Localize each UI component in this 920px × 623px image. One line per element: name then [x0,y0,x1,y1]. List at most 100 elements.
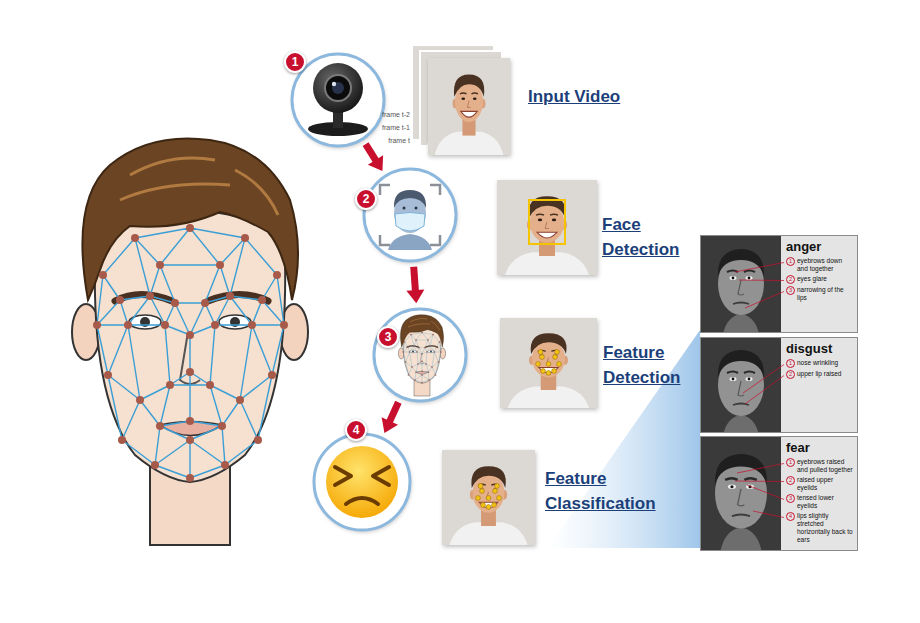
grayscale-face [701,338,781,432]
emotion-panel: disgust1nose wrinkling2upper lip raised [700,337,858,433]
face-detect-icon [388,234,432,250]
cue-text: upper lip raised [797,370,841,378]
grayscale-face-photo [701,236,781,332]
cue-number: 2 [786,275,795,284]
step-circle-ring [314,434,410,530]
step-circle-ring [292,54,384,146]
leader-line [745,376,784,405]
cue-row: 4lips slightly stretched horizontally ba… [786,512,853,544]
step-circle: 4 [312,432,412,532]
emotion-name: disgust [786,341,853,356]
flow-arrow [366,144,384,171]
feature-detection-photo [500,318,597,408]
leader-line [737,464,784,474]
cue-number: 4 [786,512,795,521]
cue-number: 1 [786,458,795,467]
cue-row: 1nose wrinkling [786,359,853,368]
leader-line [739,280,784,282]
leader-layer [701,236,857,332]
emotion-text: disgust1nose wrinkling2upper lip raised [781,338,857,385]
step-title: Face Detection [602,212,697,262]
arrow-head [368,155,383,171]
cue-number: 2 [786,476,795,485]
cue-text: nose wrinkling [797,359,838,367]
webcam-icon [332,82,336,86]
step-discs [292,54,466,530]
face-detect-icon [415,207,418,210]
webcam-icon [308,63,368,136]
face-mesh-illustration [72,138,308,545]
cue-text: eyebrows raised and pulled together [797,458,853,474]
feature-mesh-icon [398,315,445,396]
arrow-head [406,290,424,304]
cue-number: 2 [786,370,795,379]
emotion-panel: anger 1eyebrows down and together 2eyes gl… [700,235,858,333]
step-circle-outline [372,307,468,403]
emotion-text: anger 1eyebrows down and together 2eyes gl… [781,236,857,308]
cue-number: 3 [786,494,795,503]
cue-row: 1eyebrows raised and pulled together [786,458,853,474]
leader-line [747,485,784,500]
input-frames [428,58,510,155]
step-circle: 2 [362,167,458,263]
emoji-icon [346,498,378,504]
webcam-icon [325,75,351,101]
step-title: Feature Classification [545,466,675,516]
face-detection-photo [529,200,565,244]
face-detect-icon [395,213,425,232]
feature-classification-photo [442,450,535,545]
cue-text: lips slightly stretched horizontally bac… [797,512,853,544]
cue-text: eyes glare [797,275,827,283]
emoji-icon [326,446,398,518]
leader-line [735,481,784,483]
leader-line [743,365,784,394]
step-discs [314,434,410,530]
flow-arrow [406,267,424,303]
cue-number: 3 [786,286,795,295]
leader-line [745,292,784,309]
emotion-name: anger [786,239,853,254]
leader-line [753,511,784,518]
feature-detection-photo [500,318,597,408]
arrow-shaft [389,402,398,423]
frame-label: frame t [388,136,410,145]
arrow-head [382,417,398,433]
frame-label: frame t-2 [382,110,410,119]
callout-number: 1 [284,51,306,73]
emotion-panel: fear 1eyebrows raised and pulled together… [700,436,858,551]
cue-row: 3tensed lower eyelids [786,494,853,510]
callout-number: 3 [377,326,399,348]
emotion-name: fear [786,440,853,455]
webcam-icon [313,63,363,113]
input-frames [412,45,510,155]
cue-number: 1 [786,359,795,368]
cue-row: 1eyebrows down and together [786,257,853,273]
cue-row: 2upper lip raised [786,370,853,379]
arrow-shaft [414,267,416,292]
cue-row: 2eyes glare [786,275,853,284]
emoji-icon [326,446,398,518]
feature-detection-photo [536,350,562,376]
leader-layer [701,338,857,432]
arrow-shaft [366,144,377,162]
face-detect-icon [403,207,406,210]
step-circle-outline [312,432,412,532]
cue-text: narrowing of the lips [797,286,853,302]
step-circle: 3 [372,307,468,403]
webcam-icon [332,82,344,94]
step-circle-ring [374,309,466,401]
flow-arrow [382,402,399,433]
face-detection-photo [497,180,597,275]
step-circle: 1 [290,52,386,148]
grayscale-face [701,437,781,550]
step-circle-outline [362,167,458,263]
callout-number: 4 [345,419,367,441]
step-title: Input Video [528,84,620,109]
cue-text: raised upper eyelids [797,476,853,492]
face-detection-photo [497,180,597,275]
step-discs [292,54,384,146]
feature-classification-photo [442,450,535,545]
cue-text: tensed lower eyelids [797,494,853,510]
